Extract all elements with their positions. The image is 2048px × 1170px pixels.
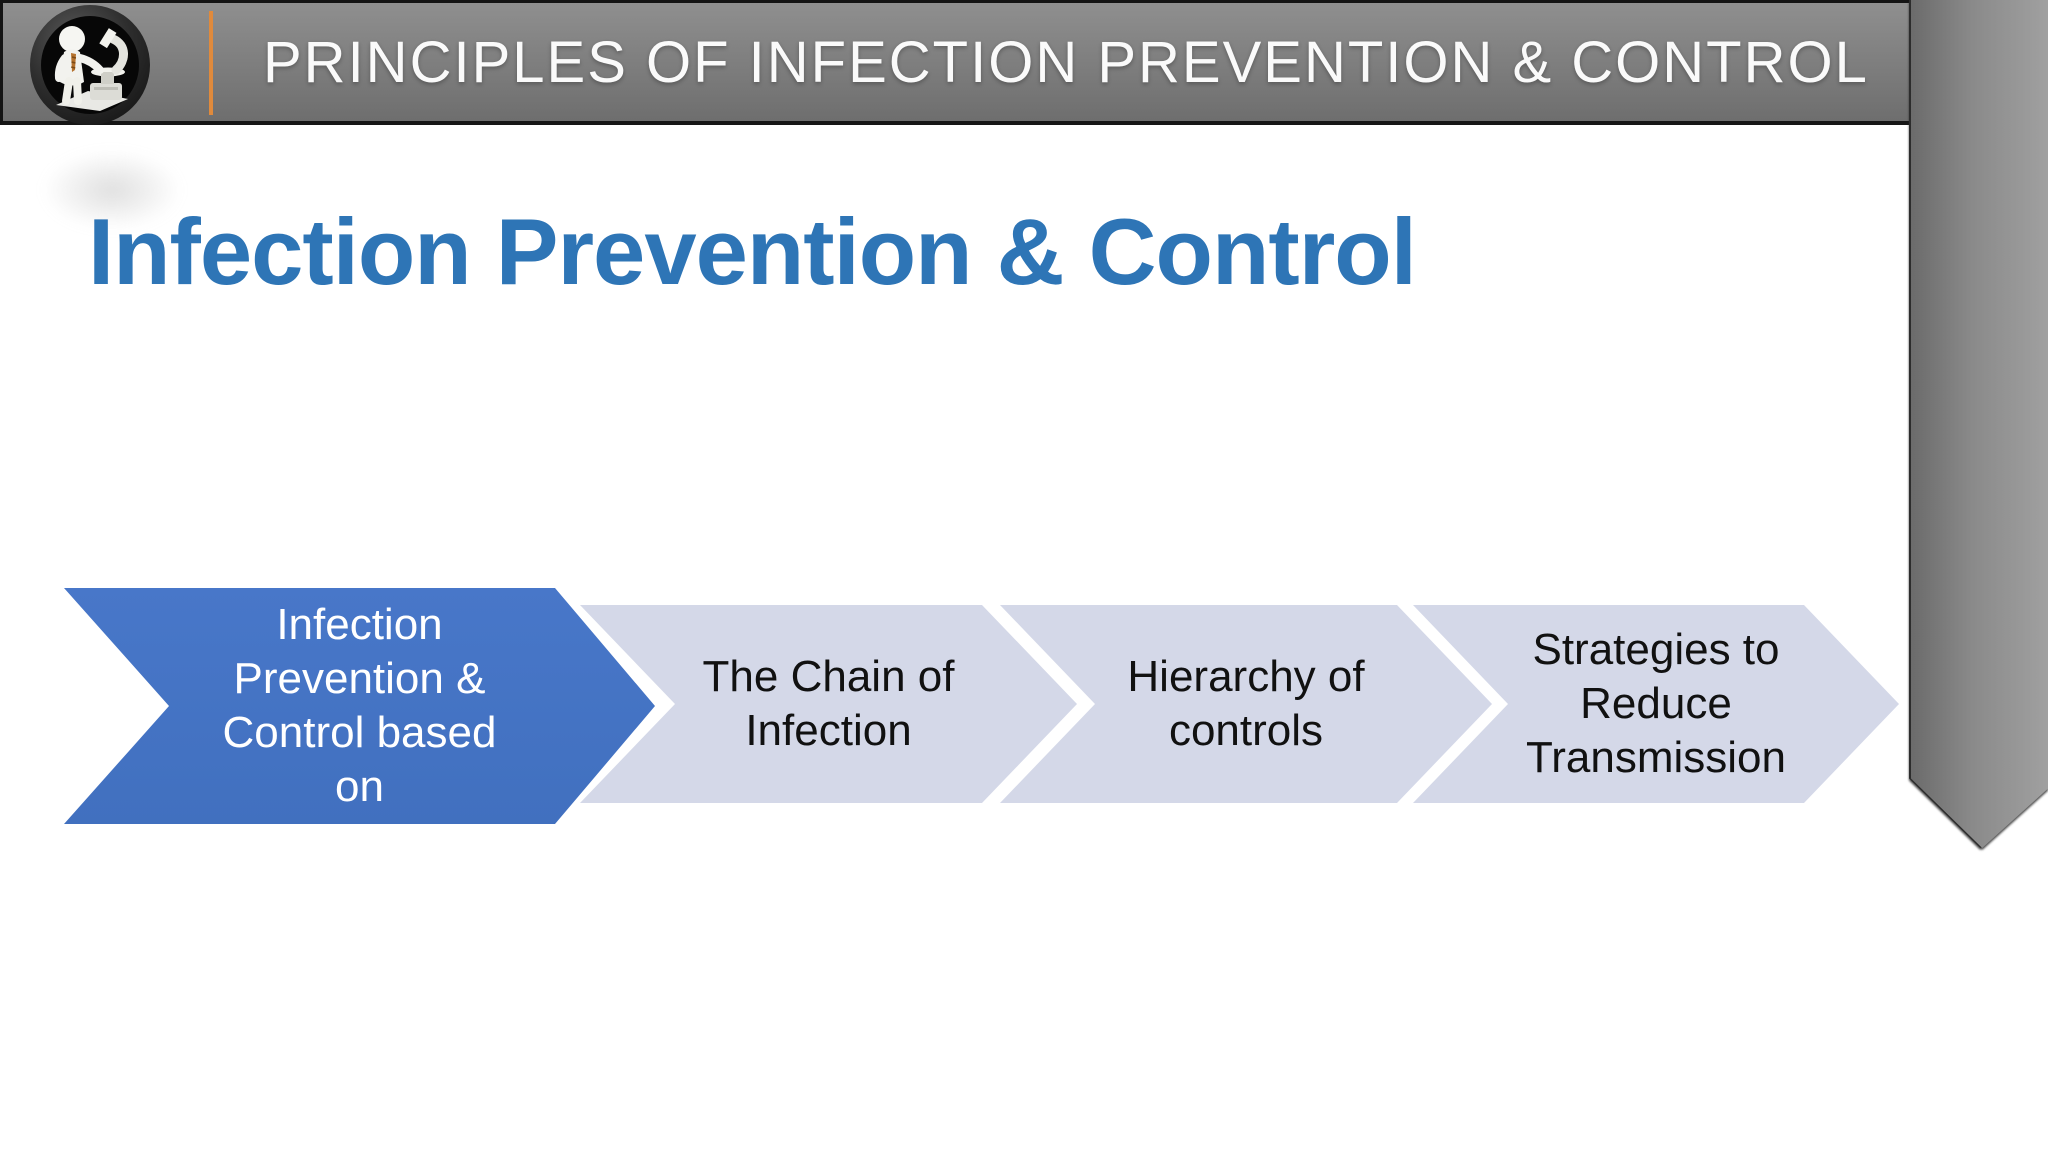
faint-smudge — [42, 150, 182, 230]
process-step-strategies-reduce-transmission: Strategies to Reduce Transmission — [1413, 605, 1899, 803]
header-divider-line — [209, 11, 213, 115]
process-step-label: Infection Prevention & Control based on — [222, 600, 497, 811]
process-step-chain-of-infection: The Chain of Infection — [580, 605, 1077, 803]
process-step-ipc-based-on: Infection Prevention & Control based on — [64, 588, 655, 824]
page-title: Infection Prevention & Control — [88, 199, 1417, 304]
header-title: PRINCIPLES OF INFECTION PREVENTION & CON… — [263, 29, 1869, 95]
process-step-hierarchy-of-controls: Hierarchy of controls — [1000, 605, 1492, 803]
process-step-label: Strategies to Reduce Transmission — [1526, 625, 1786, 782]
ribbon-banner — [1911, 0, 2048, 848]
scientist-microscope-logo-icon — [28, 3, 152, 127]
header-bar: PRINCIPLES OF INFECTION PREVENTION & CON… — [0, 0, 2048, 125]
process-step-label: The Chain of Infection — [702, 652, 955, 755]
ribbon-shape — [1911, 0, 2048, 848]
process-step-label: Hierarchy of controls — [1127, 652, 1365, 755]
